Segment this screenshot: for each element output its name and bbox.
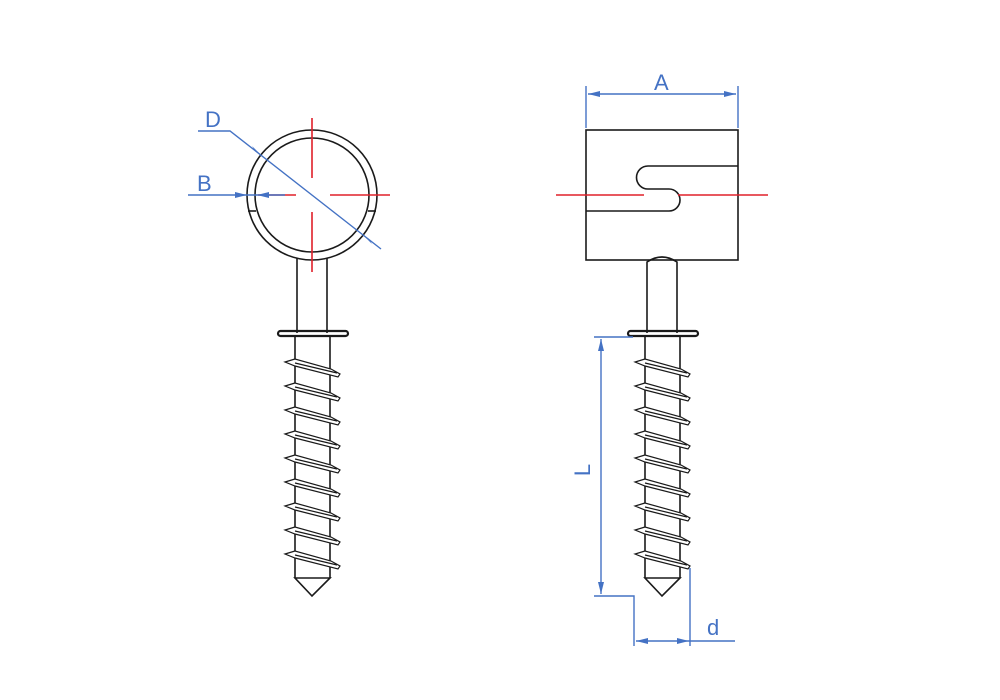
collar <box>626 329 700 338</box>
label-A: A <box>654 70 669 95</box>
side-view: A L d <box>556 70 768 646</box>
thread-crest <box>633 478 691 498</box>
thread-crest <box>633 550 691 570</box>
thread-crest <box>283 406 341 426</box>
thread-crest <box>283 358 341 378</box>
thread-crest <box>633 502 691 522</box>
centerline <box>258 118 390 272</box>
neck <box>646 256 678 333</box>
thread-crest <box>283 430 341 450</box>
label-D: D <box>205 107 221 132</box>
dimension-line-d <box>636 568 735 646</box>
arrow-icon <box>588 91 600 97</box>
arrow-icon <box>636 638 648 644</box>
threads <box>283 358 341 570</box>
arrow-icon <box>724 91 736 97</box>
label-d: d <box>707 615 719 640</box>
dimension-line-L <box>594 336 635 646</box>
thread-crest <box>633 430 691 450</box>
thread-crest <box>633 406 691 426</box>
arrow-icon <box>235 192 247 198</box>
front-view: D B <box>188 107 390 598</box>
thread-crest <box>633 358 691 378</box>
arrow-icon <box>598 339 604 351</box>
thread-crest <box>283 526 341 546</box>
dimension-line-A <box>585 86 739 128</box>
neck <box>296 258 328 333</box>
thread-crest <box>283 550 341 570</box>
arrow-icon <box>677 638 689 644</box>
threads <box>633 358 691 570</box>
arrow-icon <box>362 234 372 244</box>
label-B: B <box>197 171 212 196</box>
arrow-icon <box>252 146 262 156</box>
thread-crest <box>633 526 691 546</box>
thread-crest <box>283 382 341 402</box>
thread-crest <box>633 454 691 474</box>
collar <box>276 329 350 338</box>
thread-crest <box>283 502 341 522</box>
label-L: L <box>570 464 595 476</box>
dimension-line-D <box>198 130 382 250</box>
slot <box>586 165 738 212</box>
thread-crest <box>283 478 341 498</box>
thread-crest <box>633 382 691 402</box>
arrow-icon <box>598 582 604 594</box>
thread-crest <box>283 454 341 474</box>
arrow-icon <box>257 192 269 198</box>
